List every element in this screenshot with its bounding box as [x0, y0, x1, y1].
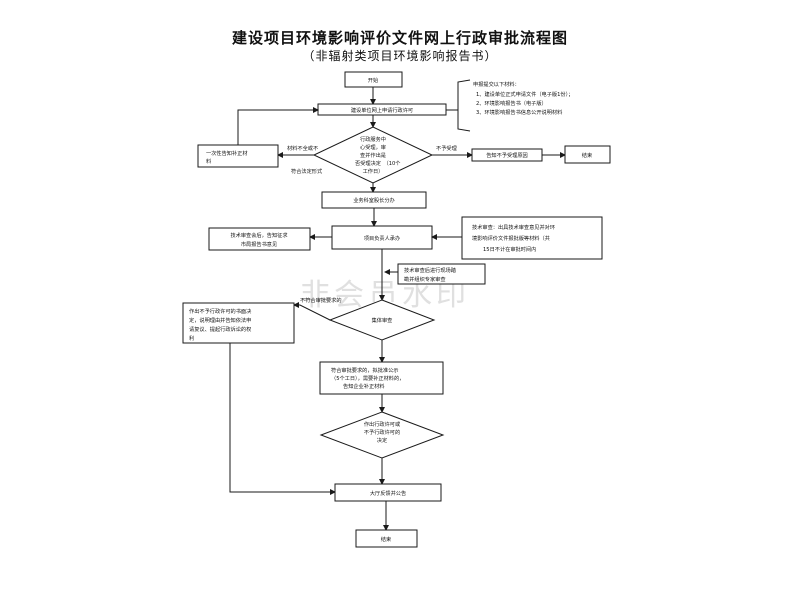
opinion-line-2: 市局报告书意见: [241, 240, 277, 248]
supplement-line-1: 一次性告知补正材: [206, 149, 248, 157]
deny-node: [182, 302, 295, 344]
announce-node: [334, 483, 442, 502]
opinion-line-1: 技术审查会后，告知征求: [230, 231, 288, 239]
field-check-node: [397, 263, 486, 285]
deny-line-1: 作出不予行政许可的书面决: [189, 307, 252, 315]
end-bottom-label: 结束: [381, 535, 391, 543]
start-label: 开始: [368, 76, 379, 84]
page-title: 建设项目环境影响评价文件网上行政审批流程图: [231, 29, 568, 47]
materials-item-1: 1、建设单位正式申请文件（电子版1份）；: [476, 90, 573, 98]
decision-line-3: 决定: [377, 436, 387, 444]
tech-line-3: 15日不计在审批时间内: [483, 245, 536, 253]
materials-item-2: 2、环境影响报告书（电子版）: [476, 99, 547, 107]
materials-head: 申报提交以下材料：: [473, 80, 520, 88]
tech-review-node: [461, 216, 603, 260]
materials-note: 申报提交以下材料： 1、建设单位正式申请文件（电子版1份）； 2、环境影响报告书…: [473, 80, 573, 116]
decision-line-2: 不予行政许可的: [364, 428, 400, 436]
opinion-node: [208, 227, 311, 251]
check-line-5: （10个: [384, 160, 402, 167]
deny-line-2: 定，说明理由并告知依法申: [189, 316, 251, 324]
deny-line-4: 利: [189, 334, 194, 342]
end-right-label: 结束: [582, 151, 592, 159]
field-check-line-1: 技术审查后进行现场踏: [404, 266, 457, 274]
publicity-line-1: 符合审批要求的，拟批准公示: [331, 366, 398, 374]
page-subtitle: （非辐射类项目环境影响报告书）: [302, 49, 498, 63]
materials-bracket: [457, 79, 471, 132]
edge-label-reject: 不予受理: [436, 144, 458, 152]
supplement-line-2: 料: [206, 157, 211, 165]
publicity-line-2: （5个工日），需要补正材料的，: [331, 374, 404, 382]
check-line-3: 查并作出是: [360, 151, 386, 159]
edge-label-accept: 符合法定形式: [291, 167, 323, 175]
edge-review-deny: [293, 302, 331, 321]
officer-label: 项目负责人承办: [364, 234, 400, 242]
end-bottom-node: [355, 529, 418, 548]
edge-supplement-apply: [237, 107, 319, 145]
check-line-4: 否受理决定: [355, 159, 381, 167]
tech-line-2: 境影响评价文件报批版等材料（共: [472, 234, 550, 242]
announce-label: 大厅反馈并公告: [370, 489, 406, 497]
decision-line-1: 作出行政许可或: [364, 420, 400, 428]
publicity-line-3: 告知企业补正材料: [343, 382, 385, 390]
check-line-2: 心受理，审: [360, 143, 386, 151]
materials-item-3: 3、环境影响报告书信息公开说明材料: [476, 108, 562, 116]
review-label: 集体审查: [372, 316, 393, 324]
field-check-line-2: 勘并组织专家审查: [404, 275, 446, 283]
assign-label: 业务科室股长分办: [353, 196, 395, 204]
check-line-1: 行政服务中: [360, 135, 386, 143]
tech-line-1: 技术审查：出具技术审查意见并对环: [472, 223, 555, 231]
deny-line-3: 请复议、提起行政诉讼的权: [189, 325, 252, 333]
edge-deny-announce: [229, 343, 336, 495]
edge-label-nonconform: 不符合审批要求的: [300, 296, 342, 304]
check-line-6: 工作日）: [363, 167, 384, 175]
end-right-node: [564, 145, 611, 164]
edge-label-incomplete: 材料不全或不: [287, 144, 318, 152]
apply-label: 建设单位网上申请行政许可: [351, 106, 413, 114]
notify-reject-label: 告知不予受理原因: [486, 151, 528, 159]
